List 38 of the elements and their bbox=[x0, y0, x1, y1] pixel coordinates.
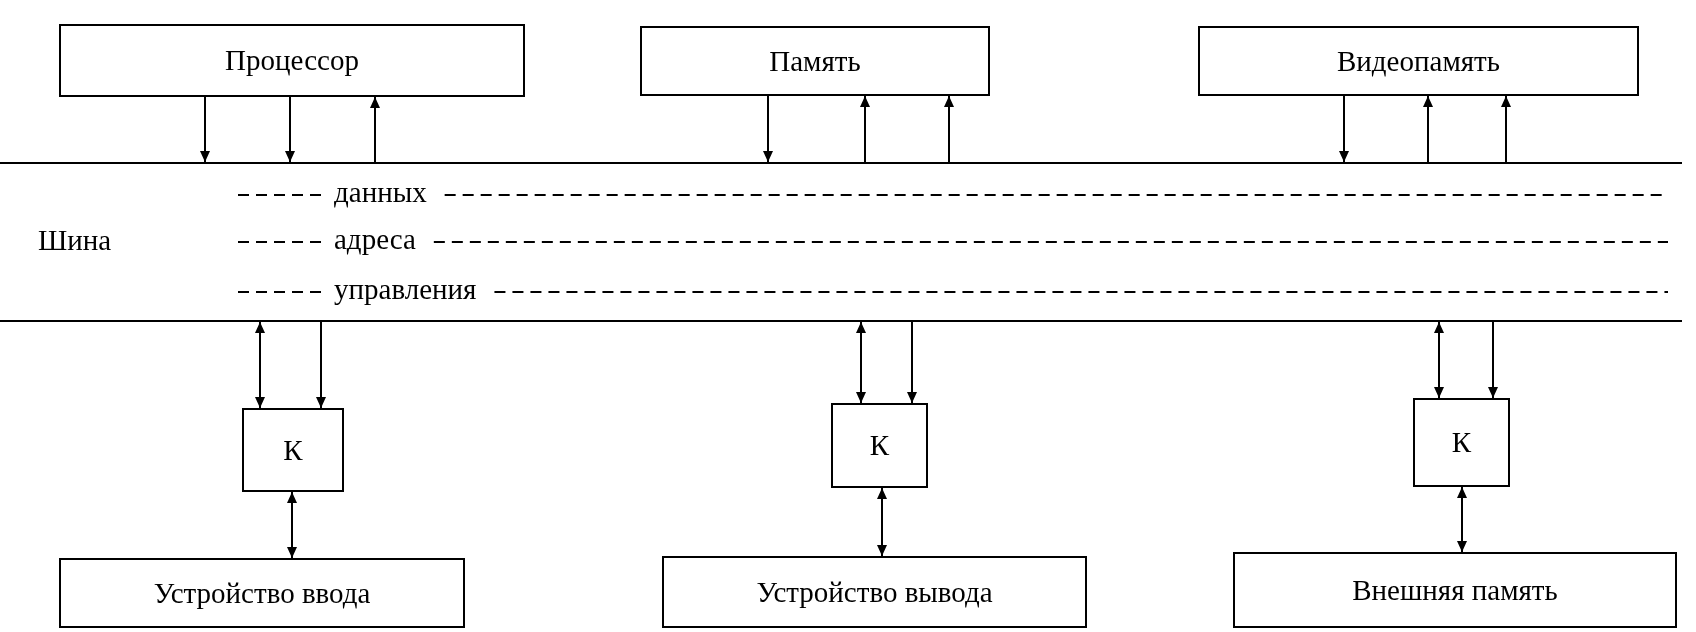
arrow bbox=[200, 96, 210, 163]
arrow bbox=[1423, 95, 1433, 163]
arrow bbox=[907, 321, 917, 404]
box-label: Внешняя память bbox=[1352, 573, 1558, 607]
process-box bbox=[242, 408, 344, 492]
bus-band bbox=[0, 162, 1682, 322]
arrow bbox=[1488, 321, 1498, 399]
box-label: Процессор bbox=[225, 44, 359, 77]
process-box bbox=[831, 403, 928, 488]
process-box bbox=[640, 26, 990, 96]
process-box bbox=[662, 556, 1087, 628]
arrow bbox=[860, 95, 870, 163]
process-box bbox=[59, 558, 465, 628]
bus-label: Шина bbox=[38, 226, 112, 255]
arrow bbox=[316, 321, 326, 409]
arrow bbox=[287, 491, 297, 559]
box-label: Память bbox=[769, 44, 861, 78]
arrow bbox=[856, 321, 866, 404]
arrow bbox=[1457, 486, 1467, 553]
arrow bbox=[1339, 95, 1349, 163]
box-label: Устройство ввода bbox=[153, 576, 371, 610]
box-label: Видеопамять bbox=[1337, 44, 1500, 78]
arrow bbox=[763, 95, 773, 163]
arrow bbox=[255, 321, 265, 409]
box-label: К bbox=[869, 429, 890, 462]
box-label: К bbox=[283, 433, 303, 467]
process-box bbox=[1233, 552, 1677, 628]
process-box bbox=[59, 24, 525, 97]
arrow bbox=[370, 96, 380, 163]
process-box bbox=[1198, 26, 1639, 96]
arrow bbox=[285, 96, 295, 163]
arrow bbox=[1501, 95, 1511, 163]
process-box bbox=[1413, 398, 1510, 487]
box-label: К bbox=[1451, 426, 1472, 459]
box-label: Устройство вывода bbox=[756, 575, 993, 609]
arrow bbox=[877, 487, 887, 557]
arrow bbox=[1434, 321, 1444, 399]
arrow bbox=[944, 95, 954, 163]
